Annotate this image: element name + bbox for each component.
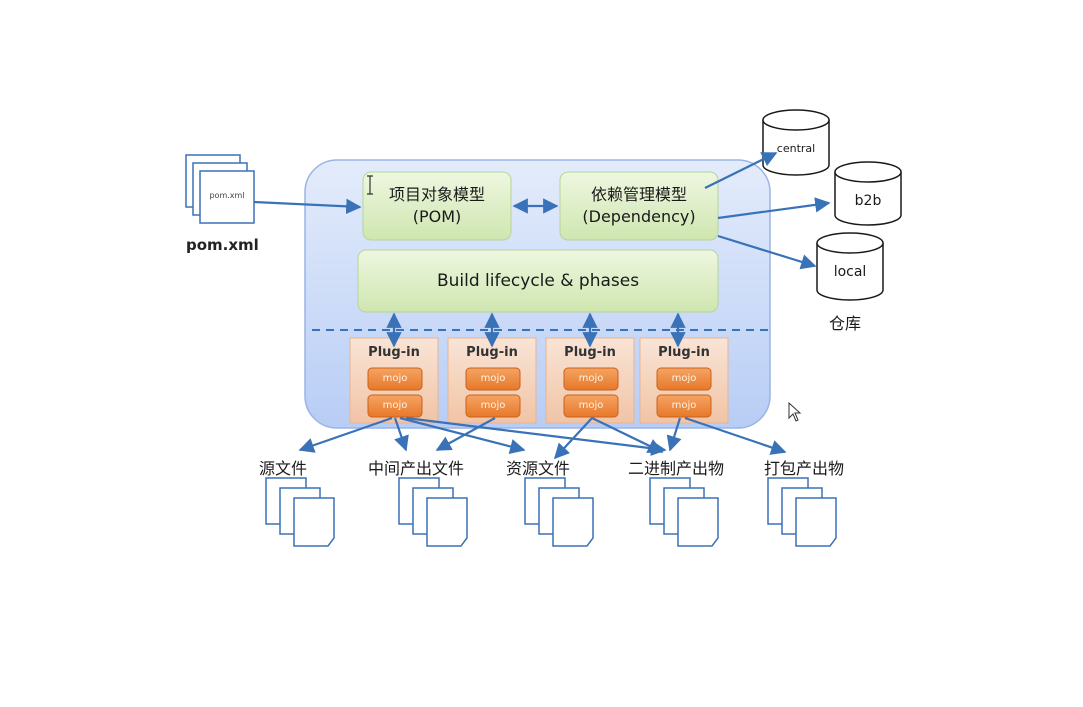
arrow-dep-to-central bbox=[704, 152, 778, 189]
arrow-plugin-output bbox=[684, 416, 787, 455]
repo-cylinder-local bbox=[816, 232, 884, 301]
dependency-model-title: 依赖管理模型 bbox=[590, 185, 687, 204]
plugin-title: Plug-in bbox=[466, 345, 518, 360]
pom-model-box bbox=[362, 171, 512, 241]
pom-file-icon-label: pom.xml bbox=[209, 191, 245, 200]
lifecycle-label: Build lifecycle & phases bbox=[436, 271, 640, 291]
arrow-plugin-output bbox=[553, 417, 593, 460]
mojo-pill bbox=[563, 394, 619, 418]
output-label-binary: 二进制产出物 bbox=[628, 459, 725, 478]
repo-label-local: local bbox=[833, 264, 867, 280]
output-file-stack-icon bbox=[767, 477, 837, 547]
output-file-stack-icon bbox=[524, 477, 594, 547]
mojo-pill bbox=[465, 367, 521, 391]
mojo-label: mojo bbox=[671, 373, 697, 384]
pom-file-stack-icon bbox=[185, 154, 255, 224]
output-file-stack-icon bbox=[398, 477, 468, 547]
repository-caption: 仓库 bbox=[829, 314, 862, 333]
output-file-stack-icon bbox=[265, 477, 335, 547]
output-label-package: 打包产出物 bbox=[764, 459, 845, 478]
arrow-plugin-output bbox=[298, 416, 393, 453]
plugin-title: Plug-in bbox=[564, 345, 616, 360]
arrow-plugin-output bbox=[435, 417, 496, 451]
arrow-plugin-output bbox=[399, 416, 526, 454]
output-label-intermediate: 中间产出文件 bbox=[368, 459, 465, 478]
arrow-dep-to-b2b bbox=[717, 197, 831, 220]
mojo-label: mojo bbox=[480, 373, 506, 384]
repo-label-b2b: b2b bbox=[854, 193, 882, 209]
arrow-plugin-output bbox=[666, 417, 682, 452]
mouse-cursor-icon bbox=[788, 401, 802, 422]
mojo-pill bbox=[656, 394, 712, 418]
pom-model-subtitle: (POM) bbox=[412, 207, 462, 226]
repo-cylinder-central bbox=[762, 109, 830, 176]
plugin-title: Plug-in bbox=[658, 345, 710, 360]
mojo-pill bbox=[656, 367, 712, 391]
mojo-pill bbox=[563, 367, 619, 391]
pom-model-label: 项目对象模型 (POM) bbox=[363, 184, 511, 228]
arrow-plugin-output bbox=[591, 417, 664, 453]
arrow-plugin-output bbox=[393, 417, 409, 452]
arrow-dep-to-local bbox=[717, 234, 817, 270]
pom-model-title: 项目对象模型 bbox=[388, 185, 485, 204]
plugin-title: Plug-in bbox=[368, 345, 420, 360]
pom-file-caption: pom.xml bbox=[186, 236, 259, 254]
output-label-source: 源文件 bbox=[259, 459, 308, 478]
dependency-model-label: 依赖管理模型 (Dependency) bbox=[560, 184, 718, 228]
text-cursor-icon bbox=[367, 175, 373, 195]
output-label-resource: 资源文件 bbox=[506, 459, 571, 478]
mojo-label: mojo bbox=[578, 373, 604, 384]
mojo-pill bbox=[367, 394, 423, 418]
repo-label-central: central bbox=[776, 142, 816, 155]
arrow-pom-to-model bbox=[253, 198, 362, 215]
mojo-label: mojo bbox=[671, 400, 697, 411]
mojo-label: mojo bbox=[578, 400, 604, 411]
mojo-pill bbox=[367, 367, 423, 391]
dependency-model-box bbox=[559, 171, 719, 241]
lifecycle-box bbox=[357, 249, 719, 313]
arrow-plugin-output bbox=[405, 416, 667, 456]
mojo-label: mojo bbox=[480, 400, 506, 411]
output-file-stack-icon bbox=[649, 477, 719, 547]
dependency-model-subtitle: (Dependency) bbox=[582, 207, 696, 226]
mojo-label: mojo bbox=[382, 400, 408, 411]
mojo-pill bbox=[465, 394, 521, 418]
mojo-label: mojo bbox=[382, 373, 408, 384]
repo-cylinder-b2b bbox=[834, 161, 902, 226]
